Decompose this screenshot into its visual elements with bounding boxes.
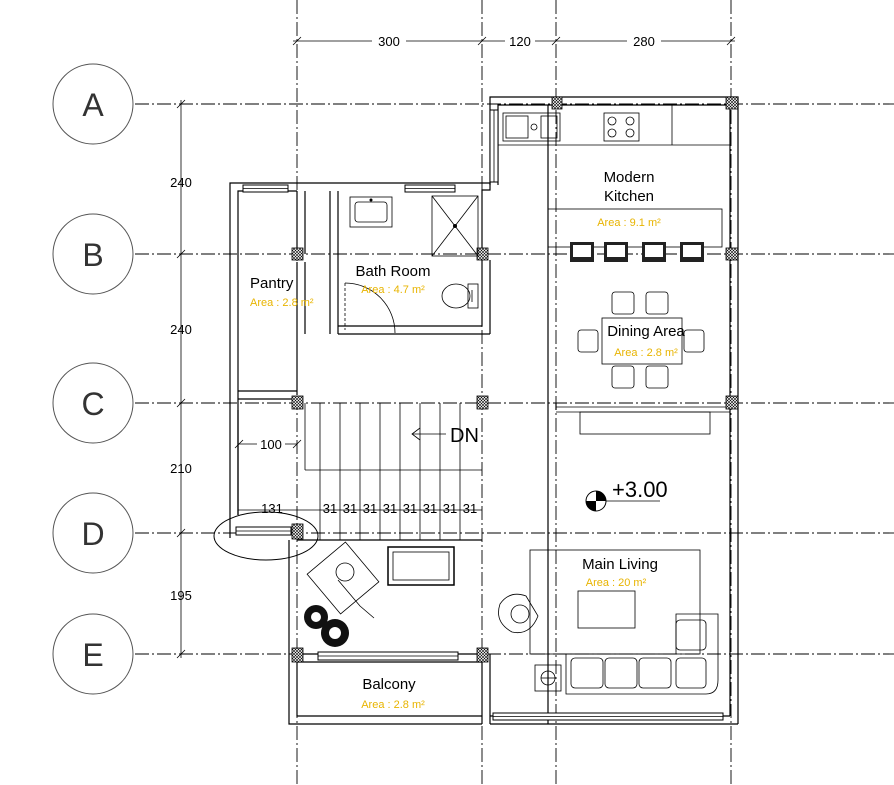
kitchen-area: Area : 9.1 m² [597, 217, 661, 229]
kitchen: Modern Kitchen Area : 9.1 m² [498, 105, 730, 262]
bath-area: Area : 4.7 m² [361, 284, 425, 296]
dim-stair-width: 100 [260, 437, 282, 452]
grid-label-b: B [82, 237, 103, 273]
dining-area: Dining Area Area : 2.8 m² [577, 291, 705, 389]
living-name: Main Living [582, 556, 658, 573]
pantry: Pantry Area : 2.8 m² [250, 275, 314, 309]
grid-label-d: D [81, 516, 104, 552]
kitchen-name-line1: Modern [604, 169, 655, 186]
dim-left-210: 210 [170, 461, 192, 476]
dim-left-195: 195 [170, 588, 192, 603]
washbasin-icon [349, 196, 393, 228]
staircase: DN 100 131 31 31 31 31 31 31 31 31 [234, 403, 711, 540]
lounge-chair-icon [306, 541, 380, 619]
dim-top-120: 120 [509, 34, 531, 49]
grid-bubbles: A B C D E [52, 63, 134, 695]
balcony-name: Balcony [362, 676, 416, 693]
grid-label-a: A [82, 87, 104, 123]
dim-top-300: 300 [378, 34, 400, 49]
dim-step-7: 31 [443, 501, 457, 516]
plant-icon [304, 605, 349, 647]
bar-stools [570, 242, 704, 262]
dim-step-2: 31 [343, 501, 357, 516]
dim-step-5: 31 [403, 501, 417, 516]
dim-step-6: 31 [423, 501, 437, 516]
level-marker: +3.00 [585, 477, 668, 512]
kitchen-name-line2: Kitchen [604, 188, 654, 205]
windows [213, 109, 724, 721]
left-dimension-line: 240 240 210 195 [170, 99, 192, 659]
top-dimension-line: 300 120 280 [292, 33, 736, 49]
dim-step-1: 31 [323, 501, 337, 516]
living-area: Area : 20 m² [586, 577, 647, 589]
stair-treads [319, 403, 461, 540]
dim-step-4: 31 [383, 501, 397, 516]
dim-left-240-a: 240 [170, 175, 192, 190]
balcony: Balcony Area : 2.8 m² [304, 541, 425, 711]
walls [229, 96, 739, 725]
dim-left-240-b: 240 [170, 322, 192, 337]
dim-landing: 131 [261, 501, 283, 516]
vertical-grid-axes [296, 0, 732, 785]
balcony-area: Area : 2.8 m² [361, 699, 425, 711]
stair-arrow-icon [411, 427, 446, 441]
shower-icon [431, 195, 479, 257]
dining-chairs [577, 291, 705, 389]
dining-area-value: Area : 2.8 m² [614, 347, 678, 359]
horizontal-grid-axes [135, 103, 894, 655]
bath-room: Bath Room Area : 4.7 m² [344, 195, 479, 334]
stove-icon [603, 112, 640, 142]
dim-top-280: 280 [633, 34, 655, 49]
dim-step-8: 31 [463, 501, 477, 516]
sofa-icon [565, 613, 719, 695]
bath-door [344, 282, 396, 334]
dining-name: Dining Area [607, 323, 685, 340]
main-living: Main Living Area : 20 m² [387, 546, 719, 695]
sink-icon [502, 112, 561, 142]
stair-direction: DN [450, 425, 479, 447]
columns [291, 96, 739, 663]
bath-name: Bath Room [355, 263, 430, 280]
grid-label-c: C [81, 386, 104, 422]
pantry-area: Area : 2.8 m² [250, 297, 314, 309]
side-table-icon [534, 664, 562, 692]
level-value: +3.00 [612, 477, 668, 502]
armchair-icon [498, 593, 539, 634]
dim-step-3: 31 [363, 501, 377, 516]
toilet-icon [441, 283, 479, 309]
pantry-name: Pantry [250, 275, 294, 292]
grid-label-e: E [82, 637, 103, 673]
